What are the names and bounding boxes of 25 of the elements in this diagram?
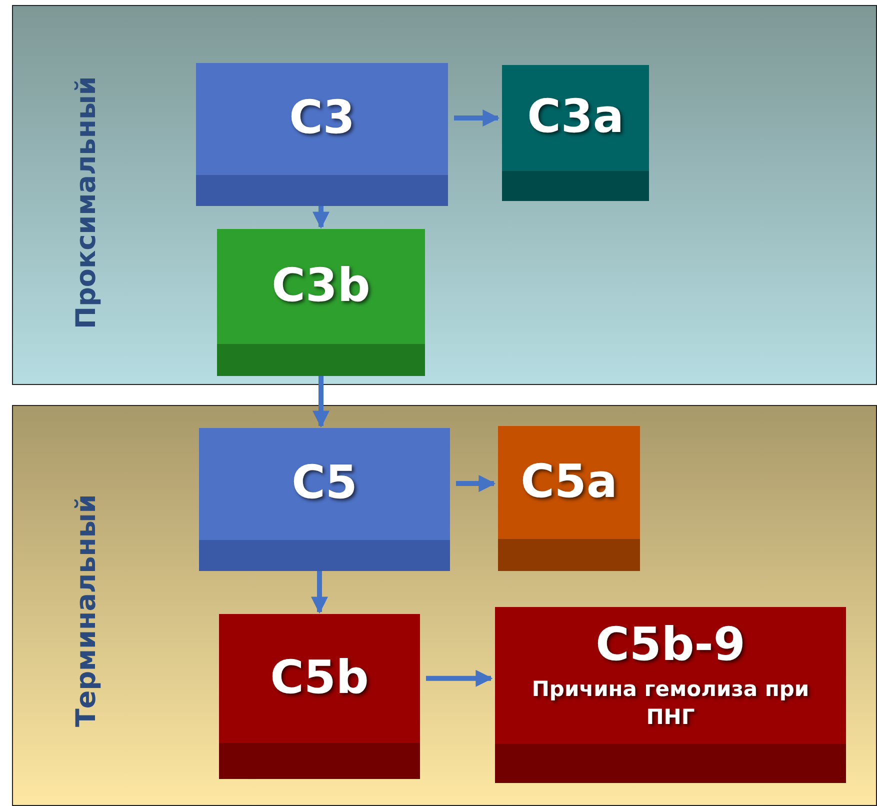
- component-box: [498, 426, 640, 571]
- component-box: [217, 229, 425, 376]
- component-label: C3a: [527, 93, 624, 139]
- component-label: C3b: [272, 262, 370, 308]
- component-label: C3: [289, 94, 355, 140]
- component-label: C5b-9: [596, 621, 746, 667]
- stage-title: Проксимальный: [71, 76, 102, 332]
- component-box: [199, 428, 450, 571]
- arrow: [312, 376, 330, 428]
- stage-panel: [12, 405, 877, 806]
- component-box: [196, 63, 448, 206]
- arrow: [456, 475, 496, 492]
- component-box: [219, 614, 420, 779]
- stage-title: Терминальный: [71, 494, 102, 730]
- component-box: [502, 65, 649, 201]
- arrow: [426, 670, 493, 687]
- component-box: [495, 607, 846, 783]
- arrow: [454, 110, 500, 127]
- component-label: C5a: [520, 458, 618, 504]
- component-note: Причина гемолиза при ПНГ: [530, 676, 810, 732]
- arrow: [312, 206, 330, 229]
- component-label: C5: [292, 459, 358, 505]
- arrow: [311, 571, 328, 614]
- stage-panel: [12, 5, 877, 385]
- component-label: C5b: [270, 654, 369, 700]
